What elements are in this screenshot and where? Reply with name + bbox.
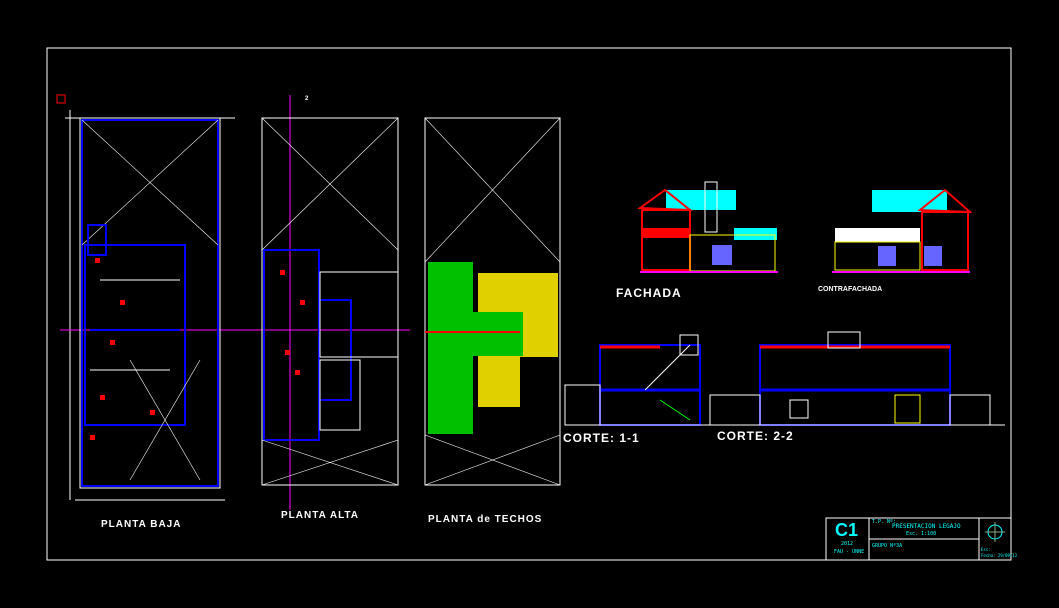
planta-techos-plan xyxy=(424,117,561,486)
school: FAU - UNNE xyxy=(834,549,865,555)
contrafachada-elevation xyxy=(832,188,973,273)
sheet-frame xyxy=(46,47,1012,561)
label-planta-techos: PLANTA de TECHOS xyxy=(428,514,543,525)
label-corte-2-2: CORTE: 2-2 xyxy=(717,429,794,443)
scale: Esc. 1:100 xyxy=(906,531,937,537)
title-block xyxy=(825,517,1012,561)
label-planta-alta: PLANTA ALTA xyxy=(281,510,360,521)
planta-baja-plan xyxy=(56,94,240,501)
corte-1-1-section xyxy=(564,334,715,426)
name-label: Esc: xyxy=(981,547,991,552)
section-mark-top: 2 xyxy=(305,96,310,102)
fachada-elevation xyxy=(637,181,778,273)
year: 2012 xyxy=(841,541,854,547)
label-planta-baja: PLANTA BAJA xyxy=(101,519,182,530)
group: GRUPO Nº3A xyxy=(872,543,903,549)
label-contrafachada: CONTRAFACHADA xyxy=(818,286,883,293)
tp-label: T.P. Nº: xyxy=(872,519,897,525)
planta-alta-plan xyxy=(240,95,410,510)
label-fachada: FACHADA xyxy=(616,286,682,300)
label-corte-1-1: CORTE: 1-1 xyxy=(563,431,640,445)
date: Fecha: 29/09/12 xyxy=(981,553,1018,558)
drawing-title: PRESENTACION LEGAJO xyxy=(892,523,961,530)
sheet-number: C1 xyxy=(835,520,859,540)
corte-2-2-section xyxy=(705,331,1005,426)
